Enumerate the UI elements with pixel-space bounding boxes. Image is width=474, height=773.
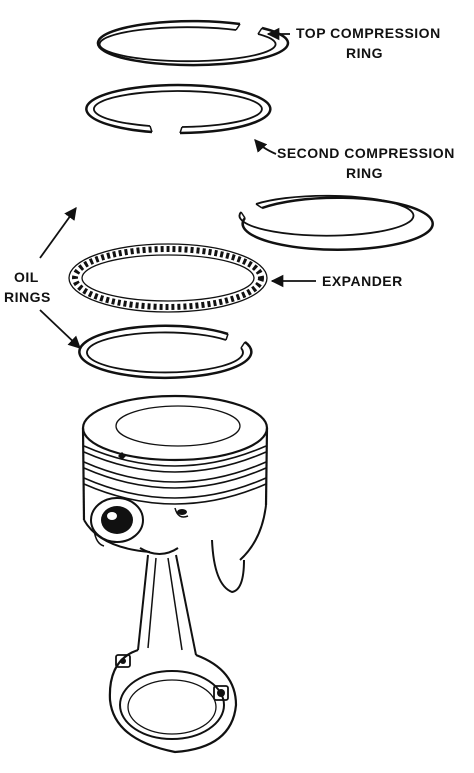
- second-ring-label-line2: RING: [346, 165, 383, 181]
- top-ring-label-line1: TOP COMPRESSION: [296, 25, 441, 41]
- oil-rings-label-line1: OIL: [14, 269, 39, 285]
- leader-lines: [39, 27, 316, 349]
- upper-oil-ring: [238, 194, 434, 251]
- top-compression-ring: [96, 19, 290, 67]
- connecting-rod: [108, 547, 238, 754]
- second-ring-leader: [254, 139, 277, 155]
- second-compression-ring: [85, 83, 272, 135]
- oil-ring-leader-lower: [39, 309, 81, 349]
- oil-ring-leader-upper: [39, 206, 77, 259]
- expander-ring: [68, 243, 268, 313]
- expander-label: EXPANDER: [322, 273, 403, 289]
- second-ring-label-line1: SECOND COMPRESSION: [277, 145, 455, 161]
- piston: [81, 394, 269, 594]
- top-ring-label-line2: RING: [346, 45, 383, 61]
- lower-oil-ring: [78, 324, 253, 380]
- oil-rings-label-line2: RINGS: [4, 289, 51, 305]
